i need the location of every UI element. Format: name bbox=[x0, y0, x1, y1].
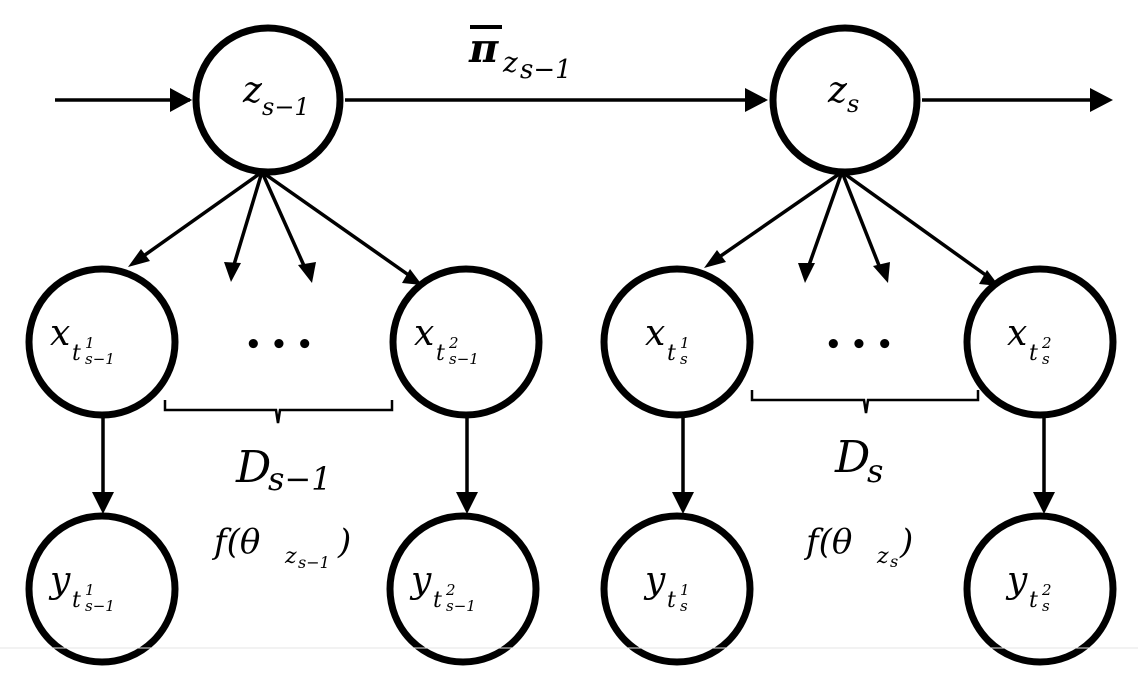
svg-text:s−1: s−1 bbox=[85, 597, 115, 615]
svg-text:1: 1 bbox=[85, 334, 95, 352]
node-y-prev-1 bbox=[25, 512, 179, 666]
svg-text:t: t bbox=[436, 341, 445, 366]
emission-edges bbox=[92, 418, 1055, 514]
svg-text:D: D bbox=[235, 442, 271, 493]
svg-text:2: 2 bbox=[1041, 581, 1052, 599]
svg-text:t: t bbox=[72, 588, 81, 613]
svg-text:s−1: s−1 bbox=[262, 93, 310, 121]
svg-text:x: x bbox=[1007, 313, 1027, 354]
svg-text:z: z bbox=[242, 70, 263, 111]
emission-label-cur: f(θ z s ) bbox=[803, 522, 913, 571]
svg-text:D: D bbox=[834, 432, 870, 483]
node-x-cur-1 bbox=[600, 265, 754, 419]
svg-text:2: 2 bbox=[445, 581, 456, 599]
svg-text:s−1: s−1 bbox=[85, 350, 115, 368]
svg-text:f(θ: f(θ bbox=[803, 522, 852, 562]
svg-text:s: s bbox=[890, 552, 898, 571]
svg-text:t: t bbox=[1029, 341, 1038, 366]
arrowhead-incoming bbox=[170, 88, 192, 112]
node-x-cur-2 bbox=[963, 265, 1117, 419]
arrowhead-outgoing bbox=[1090, 88, 1113, 112]
transition-label: π z s−1 bbox=[468, 25, 572, 85]
label-x-cur-2: x t 2 s bbox=[1007, 313, 1052, 368]
node-z-cur bbox=[769, 24, 921, 176]
svg-text:1: 1 bbox=[85, 581, 95, 599]
svg-text:π: π bbox=[468, 25, 499, 72]
svg-text:s: s bbox=[680, 597, 688, 615]
svg-text:x: x bbox=[645, 313, 665, 354]
svg-text:z: z bbox=[827, 70, 848, 111]
node-y-cur-1 bbox=[600, 512, 754, 666]
label-y-prev-2: y t 2 s−1 bbox=[409, 560, 476, 615]
group-label-prev: D s−1 bbox=[235, 442, 332, 498]
svg-text:z: z bbox=[502, 46, 518, 79]
svg-text:s: s bbox=[1042, 350, 1050, 368]
svg-text:s: s bbox=[867, 452, 883, 490]
svg-text:z: z bbox=[876, 544, 889, 569]
svg-text:s: s bbox=[847, 90, 859, 118]
label-x-cur-1: x t 1 s bbox=[645, 313, 690, 368]
svg-text:t: t bbox=[433, 588, 442, 613]
svg-text:z: z bbox=[284, 544, 297, 569]
node-y-prev-2 bbox=[386, 512, 540, 666]
node-x-prev-1 bbox=[25, 265, 179, 419]
svg-text:s−1: s−1 bbox=[520, 55, 572, 85]
svg-text:s−1: s−1 bbox=[298, 553, 330, 572]
svg-text:): ) bbox=[899, 522, 913, 562]
svg-text:t: t bbox=[1029, 588, 1038, 613]
node-z-prev bbox=[192, 24, 344, 176]
svg-text:s−1: s−1 bbox=[446, 597, 476, 615]
svg-text:2: 2 bbox=[448, 334, 459, 352]
node-x-prev-2 bbox=[389, 265, 543, 419]
ellipsis-prev: • • • bbox=[245, 330, 313, 360]
svg-text:y: y bbox=[1005, 560, 1028, 601]
svg-text:f(θ: f(θ bbox=[211, 522, 260, 562]
svg-text:s: s bbox=[1042, 597, 1050, 615]
svg-text:t: t bbox=[667, 341, 676, 366]
svg-text:s: s bbox=[680, 350, 688, 368]
svg-text:x: x bbox=[50, 313, 70, 354]
ellipsis-cur: • • • bbox=[825, 330, 893, 360]
brace-prev bbox=[163, 400, 394, 424]
group-label-cur: D s bbox=[834, 432, 883, 490]
svg-text:): ) bbox=[337, 522, 351, 562]
svg-text:y: y bbox=[409, 560, 432, 601]
emission-label-prev: f(θ z s−1 ) bbox=[211, 522, 351, 572]
svg-text:s−1: s−1 bbox=[268, 460, 332, 498]
label-z-cur: z s bbox=[827, 70, 859, 118]
svg-text:y: y bbox=[48, 560, 71, 601]
svg-text:1: 1 bbox=[680, 581, 690, 599]
label-x-prev-2: x t 2 s−1 bbox=[414, 313, 479, 368]
label-y-prev-1: y t 1 s−1 bbox=[48, 560, 115, 615]
arrowhead-transition bbox=[745, 88, 768, 112]
svg-text:2: 2 bbox=[1041, 334, 1052, 352]
svg-text:s−1: s−1 bbox=[449, 350, 479, 368]
fanout-prev bbox=[128, 170, 422, 285]
svg-text:1: 1 bbox=[680, 334, 690, 352]
brace-cur bbox=[750, 390, 980, 414]
node-y-cur-2 bbox=[963, 512, 1117, 666]
label-y-cur-2: y t 2 s bbox=[1005, 560, 1052, 615]
label-x-prev-1: x t 1 s−1 bbox=[50, 313, 115, 368]
svg-text:x: x bbox=[414, 313, 434, 354]
label-z-prev: z s−1 bbox=[242, 70, 310, 121]
fanout-cur bbox=[704, 170, 999, 286]
label-y-cur-1: y t 1 s bbox=[643, 560, 690, 615]
svg-text:y: y bbox=[643, 560, 666, 601]
svg-text:t: t bbox=[667, 588, 676, 613]
svg-text:t: t bbox=[72, 341, 81, 366]
